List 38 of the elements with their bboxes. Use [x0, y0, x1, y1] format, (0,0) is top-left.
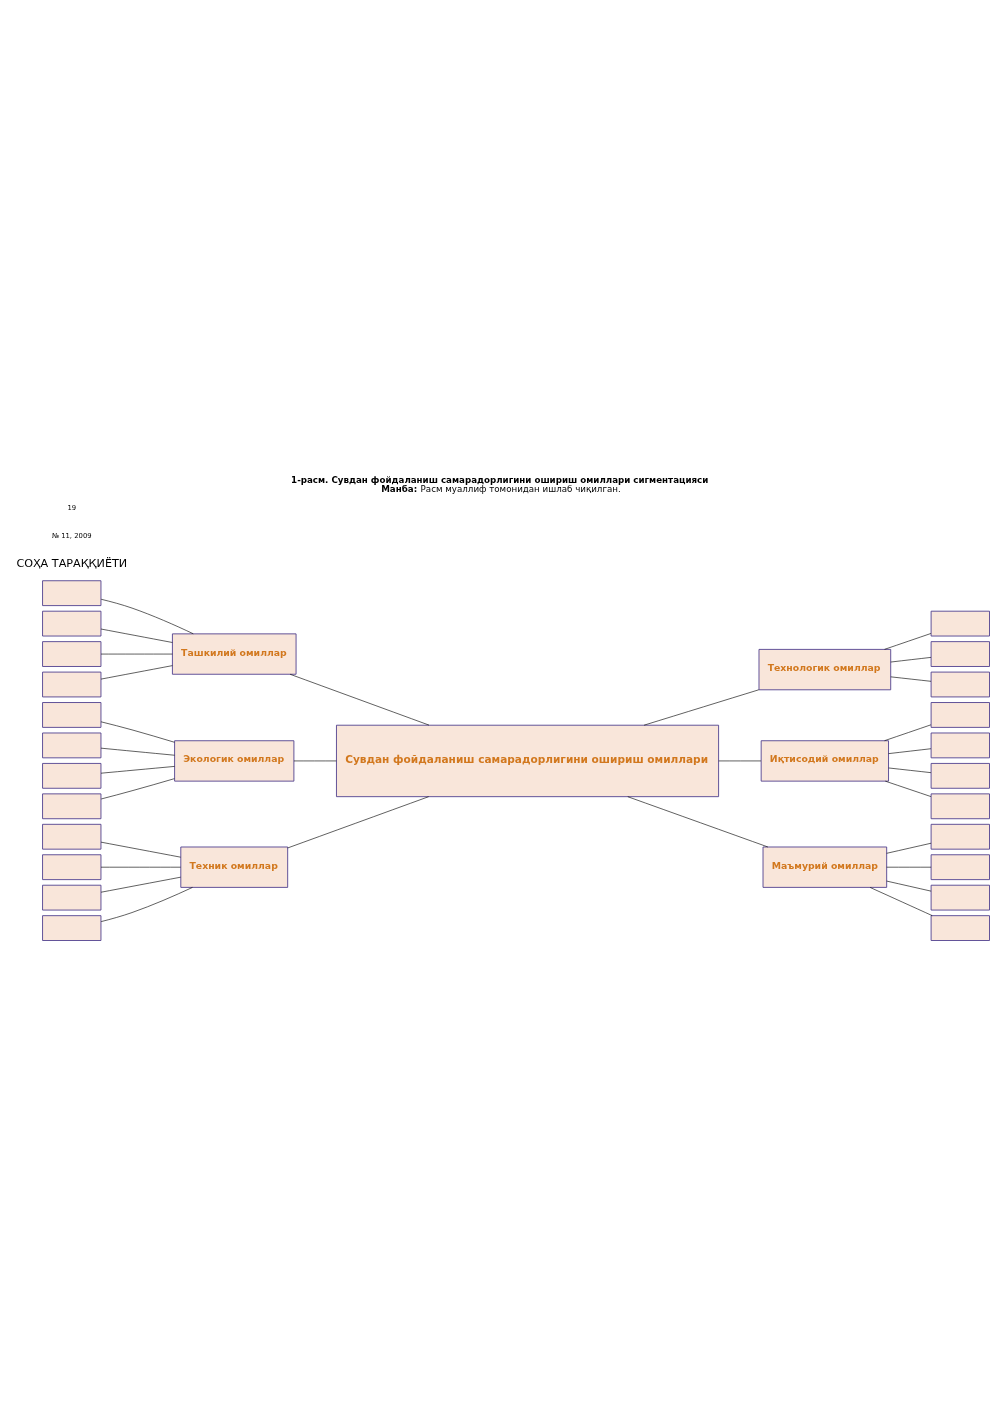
node-box: Иқтисодий омиллар	[760, 740, 889, 782]
node-box	[930, 793, 990, 820]
node-box: Экологик омиллар	[173, 740, 294, 782]
node-box	[930, 732, 990, 759]
node-box: Ташкилий омиллар	[171, 633, 296, 675]
node-box	[930, 702, 990, 728]
connector	[100, 598, 194, 635]
node-box	[930, 610, 990, 637]
connector	[884, 780, 931, 797]
node-box	[41, 580, 101, 607]
node-box	[41, 854, 101, 881]
node-box	[41, 915, 101, 941]
node-box	[41, 671, 101, 698]
node-box: Технологик омиллар	[758, 648, 891, 691]
node-box	[41, 732, 101, 759]
node-box	[930, 671, 990, 698]
node-box	[41, 610, 101, 637]
connector	[869, 887, 932, 916]
node-box	[930, 854, 990, 881]
node-box	[41, 763, 101, 789]
node-box	[930, 763, 990, 789]
label: СОҲА ТАРАҚҚИЁТИ	[15, 556, 127, 570]
node-box	[930, 884, 990, 911]
node-box	[930, 823, 990, 850]
node-box	[41, 823, 101, 850]
node-box	[41, 641, 101, 667]
node-box	[930, 915, 990, 941]
caption: Манба: Расм муаллиф томонидан ишлаб чиқилган.	[380, 484, 621, 495]
node-box: Маъмурий омиллар	[762, 846, 887, 888]
node-box: Техник омиллар	[179, 846, 288, 888]
diagram-title: 1-расм. Сувдан фойдаланиш самарадорлигини ошириш омиллари сигментацияси	[290, 475, 708, 486]
node-box	[41, 702, 101, 728]
connector	[883, 724, 931, 741]
node-box	[41, 793, 101, 820]
node-box: Сувдан фойдаланиш самарадорлигини ошириш омиллари	[335, 724, 719, 798]
node-box	[41, 884, 101, 911]
node-box	[930, 641, 990, 667]
connector	[626, 796, 768, 848]
